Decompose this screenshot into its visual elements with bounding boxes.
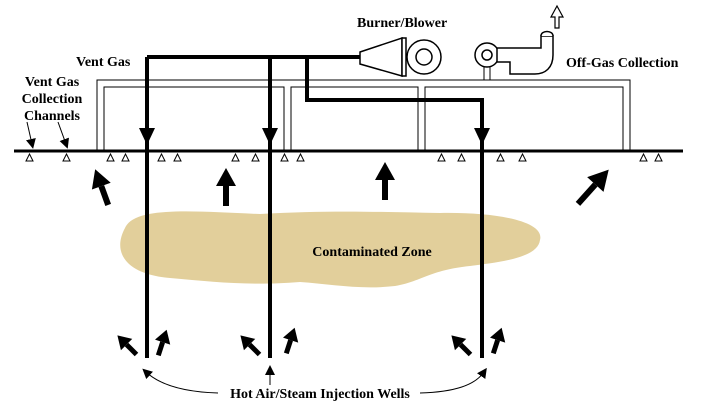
surface-vent-markers: [25, 152, 663, 162]
channels-label-line1: Vent Gas: [25, 75, 80, 90]
burner-blower-unit: [359, 36, 442, 77]
contaminated-zone-area: [120, 211, 541, 288]
injection-arrows: [117, 327, 506, 357]
injection-well-lines: [145, 57, 484, 358]
off-gas-collection-label: Off-Gas Collection: [566, 56, 679, 71]
off-gas-fan: [474, 30, 554, 75]
burner-blower-label: Burner/Blower: [357, 16, 447, 31]
injection-wells-label: Hot Air/Steam Injection Wells: [230, 387, 410, 402]
injection-well-pointers: [142, 365, 487, 394]
vent-gas-label: Vent Gas: [76, 55, 131, 70]
off-gas-outlet-arrow: [549, 4, 565, 29]
channel-pointers: [26, 121, 69, 149]
channels-label-line2: Collection: [22, 92, 83, 107]
vent-gas-collection-channels: [96, 58, 631, 151]
vent-gas-header-pipe: [147, 55, 484, 130]
channels-label-line3: Channels: [24, 109, 81, 124]
well-inflow-arrowheads: [139, 128, 490, 145]
contaminated-zone-label: Contaminated Zone: [312, 245, 431, 260]
soil-gas-flow-arrows: [91, 162, 609, 206]
